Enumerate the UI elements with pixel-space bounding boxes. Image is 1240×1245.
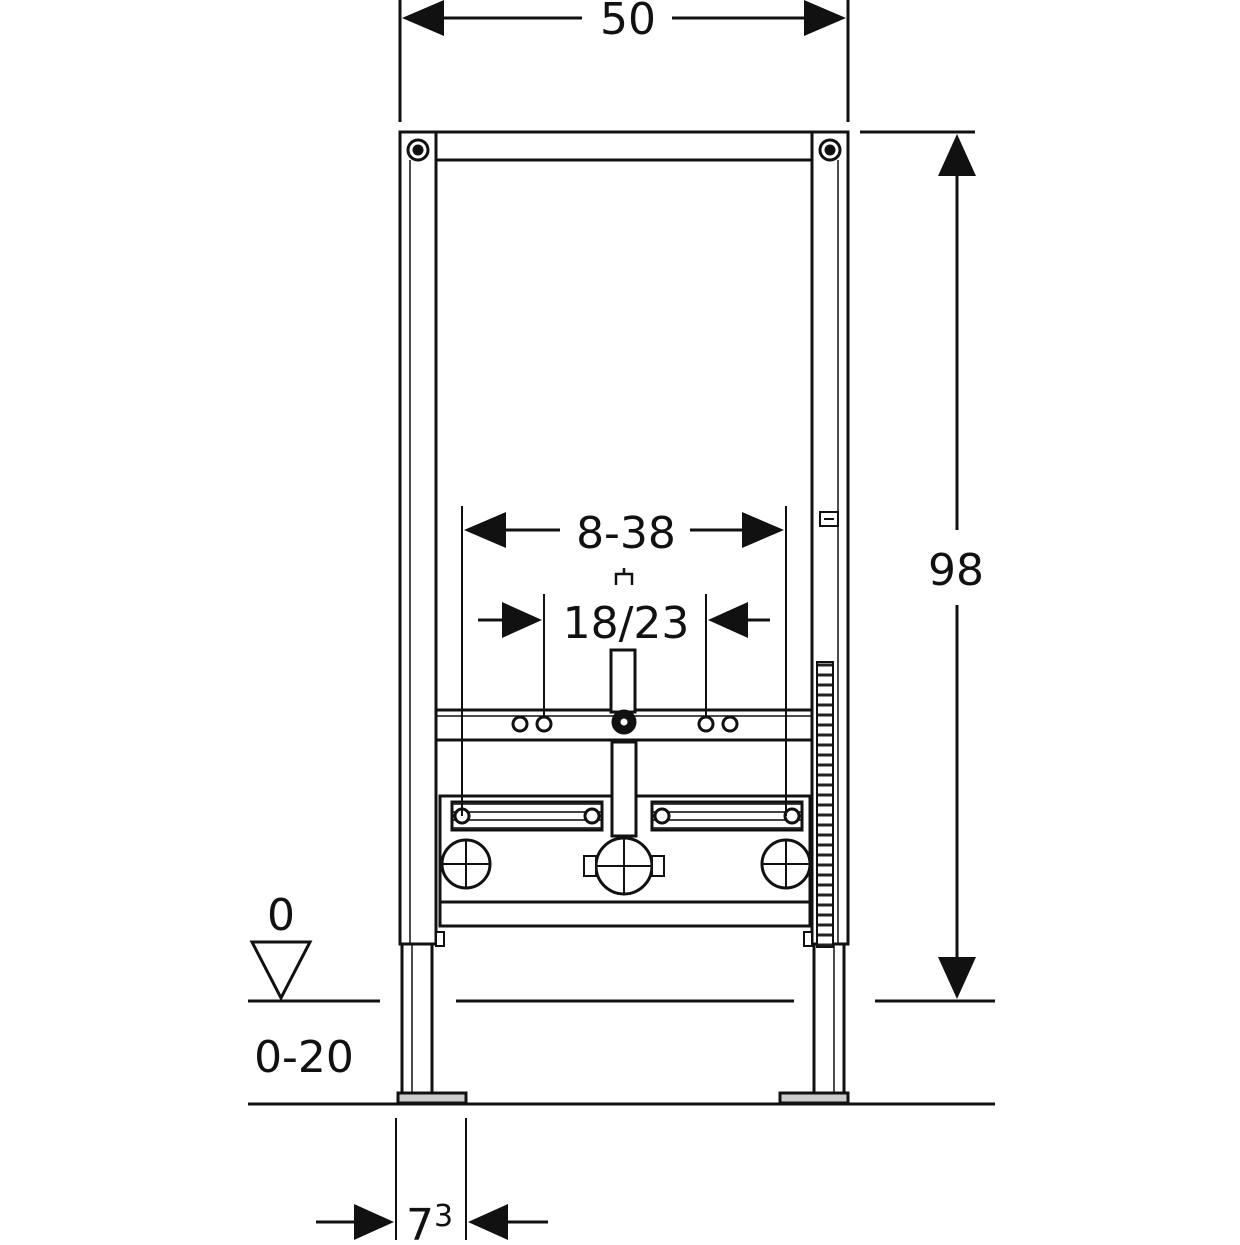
foot-arrow-left [354, 1204, 394, 1240]
floor-reference-label: 0 [267, 890, 295, 941]
right-leg [812, 942, 846, 1098]
fixing-hole-icon [511, 715, 529, 733]
fixing-hole-icon [535, 715, 553, 733]
supply-arrow-right [708, 602, 748, 638]
right-foot-plate [778, 1091, 850, 1105]
supply-spacing-dimension [478, 594, 770, 716]
drain-arrow-right [742, 512, 784, 548]
supply-spacing-label: 18/23 [563, 598, 690, 649]
foot-arrow-right [468, 1204, 508, 1240]
foot-width-label: 73 [406, 1199, 453, 1240]
left-leg [400, 942, 434, 1098]
drain-elbow [610, 740, 638, 838]
tap-symbol-icon [614, 568, 634, 585]
drain-spacing-label: 8-38 [576, 508, 676, 559]
left-slot-rail [450, 800, 604, 832]
height-arrow-bottom [938, 957, 976, 999]
floor-adjustment-label: 0-20 [254, 1032, 354, 1083]
fixing-hole-icon [697, 715, 715, 733]
height-label: 98 [928, 545, 984, 596]
width-arrow-left [402, 0, 444, 36]
foot-width-dimension [316, 1118, 548, 1240]
floor-level [248, 940, 995, 1106]
supply-pipe [609, 648, 637, 714]
width-dimension [398, 0, 850, 122]
right-slot-rail [650, 800, 804, 832]
lower-mounting-plates [438, 740, 812, 928]
height-dimension [860, 130, 995, 1003]
height-adjustment-rack [816, 661, 834, 948]
left-foot-plate [396, 1091, 468, 1105]
height-arrow-top [938, 134, 976, 176]
width-arrow-right [804, 0, 846, 36]
level-triangle-icon [249, 940, 313, 1002]
frame [396, 130, 850, 1105]
fixing-hole-icon [721, 715, 739, 733]
width-label: 50 [600, 0, 656, 45]
supply-arrow-left [502, 602, 542, 638]
left-upright [398, 130, 438, 946]
mounting-crossbar [434, 648, 814, 742]
drain-arrow-left [464, 512, 506, 548]
foot-width-exp: 3 [434, 1199, 453, 1234]
drain-spacing-dimension [461, 506, 787, 816]
top-rail [398, 130, 850, 162]
foot-width-base: 7 [406, 1200, 434, 1240]
